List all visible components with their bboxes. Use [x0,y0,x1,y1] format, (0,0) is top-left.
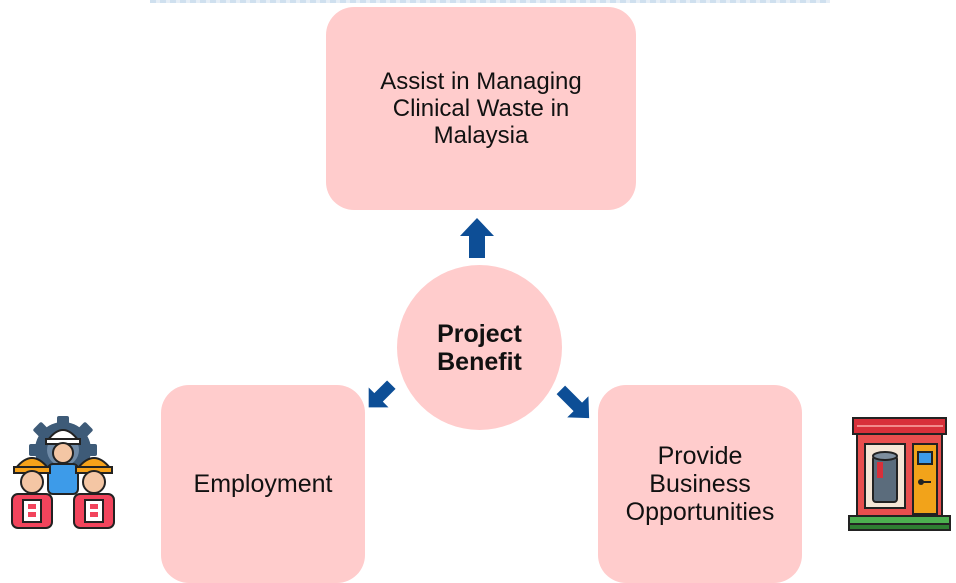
benefit-label-employment: Employment [193,470,333,498]
benefit-box-managing-waste: Assist in Managing Clinical Waste in Mal… [326,7,636,210]
shop-storefront-icon [848,417,951,531]
workers-gear-icon [11,416,115,529]
benefit-box-employment: Employment [161,385,365,583]
benefit-box-business-opportunities: Provide Business Opportunities [598,385,802,583]
benefit-label-managing-waste: Assist in Managing Clinical Waste in Mal… [380,68,582,149]
project-benefit-circle: Project Benefit [397,265,562,430]
arrow-to-employment [368,380,396,408]
arrow-to-business-opportunities [556,385,590,419]
arrow-up-to-managing-waste [460,218,494,258]
top-decorative-strip [150,0,830,3]
benefit-label-business-opportunities: Provide Business Opportunities [625,442,775,526]
